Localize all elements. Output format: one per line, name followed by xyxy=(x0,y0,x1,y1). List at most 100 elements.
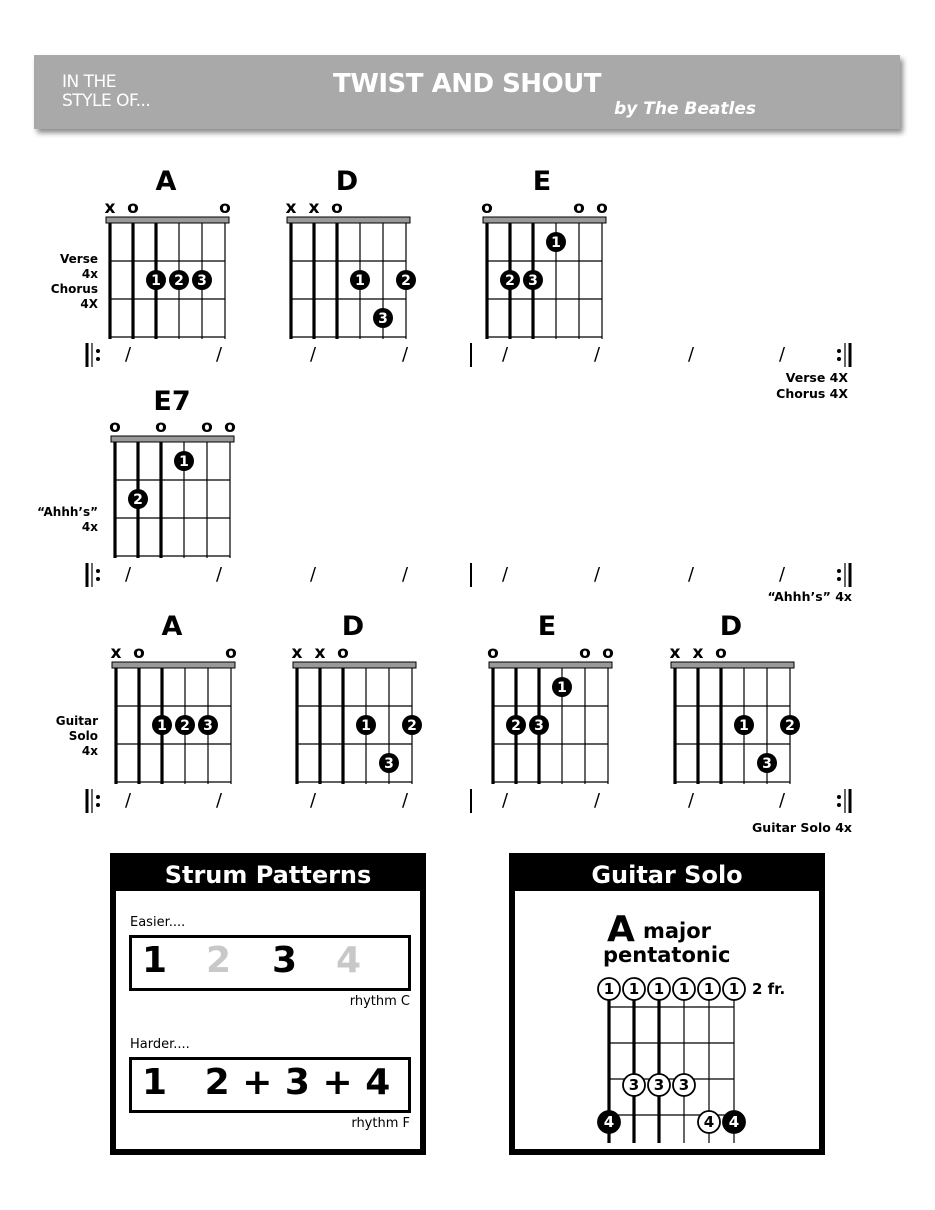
finger-dot: 1 xyxy=(546,232,566,252)
muted-string-marker: x xyxy=(309,198,320,218)
chord-name: E xyxy=(532,166,552,197)
style-label: IN THE STYLE OF... xyxy=(62,72,151,111)
finger-dot: 3 xyxy=(373,308,393,328)
strum-slash: / xyxy=(594,790,601,811)
chord-name: E7 xyxy=(153,386,191,417)
section-label-ahhs: “Ahhh’s”4x xyxy=(37,505,98,534)
strum-slash: / xyxy=(310,344,317,365)
open-string-marker: o xyxy=(579,643,591,663)
nut xyxy=(292,661,417,669)
song-title: TWIST AND SHOUT xyxy=(332,69,602,99)
song-artist: by The Beatles xyxy=(614,99,756,119)
strum-slash: / xyxy=(594,564,601,585)
scale-note: 1 xyxy=(672,977,696,1001)
strum-slash: / xyxy=(402,790,409,811)
finger-number: 3 xyxy=(762,756,772,772)
open-string-marker: o xyxy=(225,643,237,663)
scale-note: 4 xyxy=(697,1110,721,1134)
finger-dot: 3 xyxy=(757,753,777,773)
strum-slash: / xyxy=(216,564,223,585)
strum-slash: / xyxy=(125,564,132,585)
strum-slash: / xyxy=(502,344,509,365)
finger-number: 1 xyxy=(629,980,639,998)
finger-number: 1 xyxy=(151,273,161,289)
open-string-marker: o xyxy=(573,198,585,218)
nut xyxy=(670,661,795,669)
finger-number: 4 xyxy=(729,1113,739,1131)
finger-dot: 2 xyxy=(396,270,416,290)
rhythm-notation: //////// xyxy=(85,789,852,813)
strum-slash: / xyxy=(779,344,786,365)
finger-number: 2 xyxy=(511,718,521,734)
nut xyxy=(110,435,235,443)
strum-patterns-box: Strum Patterns Easier.... 1 2 3 4 rhythm… xyxy=(110,853,426,1155)
open-string-marker: o xyxy=(337,643,349,663)
muted-string-marker: x xyxy=(111,643,122,663)
open-string-marker: o xyxy=(133,643,145,663)
finger-dot: 3 xyxy=(198,715,218,735)
open-string-marker: o xyxy=(201,417,213,437)
strum-slash: / xyxy=(310,790,317,811)
repeat-label: “Ahhh’s” 4x xyxy=(767,589,853,604)
chord-name: D xyxy=(719,611,743,642)
finger-dot: 1 xyxy=(152,715,172,735)
finger-number: 1 xyxy=(739,718,749,734)
finger-dot: 1 xyxy=(734,715,754,735)
finger-number: 2 xyxy=(785,718,795,734)
finger-number: 2 xyxy=(401,273,411,289)
open-string-marker: o xyxy=(602,643,614,663)
finger-number: 1 xyxy=(679,980,689,998)
nut xyxy=(488,661,613,669)
finger-number: 3 xyxy=(203,718,213,734)
chord-name: E xyxy=(537,611,557,642)
scale-note: 1 xyxy=(597,977,621,1001)
finger-number: 2 xyxy=(133,492,143,508)
finger-dot: 3 xyxy=(192,270,212,290)
open-string-marker: o xyxy=(127,198,139,218)
finger-dot: 3 xyxy=(523,270,543,290)
finger-dot: 1 xyxy=(174,451,194,471)
easier-pattern-box: 1 2 3 4 xyxy=(129,935,411,991)
strum-slash: / xyxy=(402,564,409,585)
scale-note: 3 xyxy=(622,1073,646,1097)
strum-slash: / xyxy=(688,344,695,365)
open-string-marker: o xyxy=(219,198,231,218)
scale-type: major xyxy=(643,919,712,943)
strum-slash: / xyxy=(310,564,317,585)
beat-4: 4 xyxy=(336,940,362,981)
open-string-marker: o xyxy=(481,198,493,218)
repeat-dot xyxy=(96,803,100,807)
chord-name: A xyxy=(161,611,183,642)
strum-slash: / xyxy=(502,564,509,585)
repeat-dot xyxy=(96,569,100,573)
finger-number: 2 xyxy=(407,718,417,734)
finger-dot: 2 xyxy=(500,270,520,290)
repeat-dot xyxy=(837,569,841,573)
fret-position-label: 2 fr. xyxy=(752,980,785,998)
scale-name: pentatonic xyxy=(603,943,731,967)
finger-number: 3 xyxy=(679,1076,689,1094)
finger-number: 2 xyxy=(180,718,190,734)
muted-string-marker: x xyxy=(286,198,297,218)
muted-string-marker: x xyxy=(670,643,681,663)
open-string-marker: o xyxy=(224,417,236,437)
nut xyxy=(105,216,230,224)
finger-number: 4 xyxy=(704,1113,714,1131)
finger-number: 4 xyxy=(604,1113,614,1131)
strum-slash: / xyxy=(779,564,786,585)
finger-number: 3 xyxy=(528,273,538,289)
strum-slash: / xyxy=(688,790,695,811)
muted-string-marker: x xyxy=(693,643,704,663)
chord-name: A xyxy=(155,166,177,197)
finger-dot: 2 xyxy=(128,489,148,509)
repeat-dot xyxy=(837,795,841,799)
scale-note: 3 xyxy=(672,1073,696,1097)
finger-number: 2 xyxy=(505,273,515,289)
scale-note: 1 xyxy=(722,977,746,1001)
strum-slash: / xyxy=(402,344,409,365)
